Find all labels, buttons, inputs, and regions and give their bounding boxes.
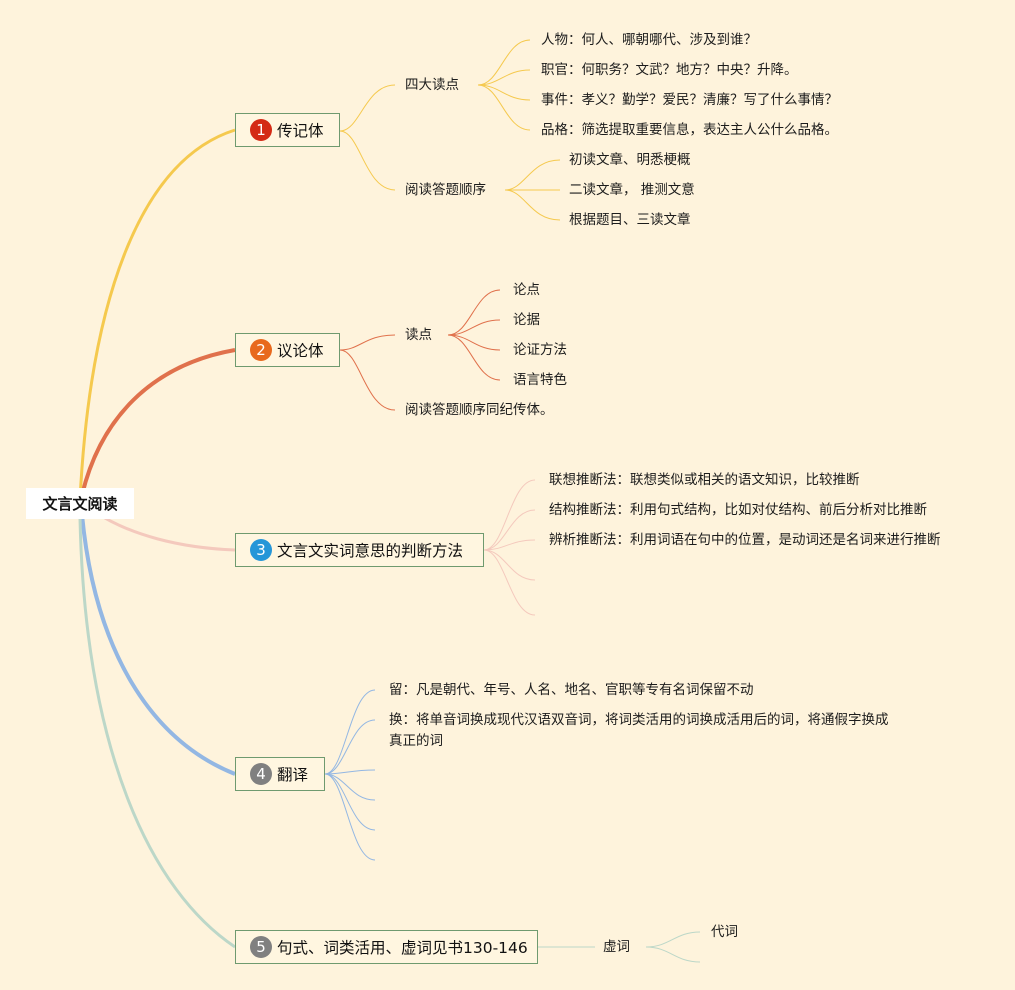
list-item[interactable]: 换：将单音词换成现代汉语双音词，将词类活用的词换成活用后的词，将通假字换成真正的… [389,712,889,749]
branch-1-node[interactable]: 1 传记体 [235,113,340,147]
number-4-icon: 4 [250,763,272,785]
branch-1-connectors [339,39,561,221]
branch-2-node[interactable]: 2 议论体 [235,333,340,367]
branch-5-connectors [538,931,701,963]
root-topic[interactable]: 文言文阅读 [26,488,134,519]
number-3-icon: 3 [250,539,272,561]
list-item[interactable]: 留：凡是朝代、年号、人名、地名、官职等专有名词保留不动 [389,682,754,698]
branch-1-label: 传记体 [277,122,324,140]
branch-4-connectors [324,689,376,861]
list-item[interactable]: 品格：筛选提取重要信息，表达主人公什么品格。 [541,122,838,138]
subtopic-function-words[interactable]: 虚词 [603,939,630,955]
main-curve-5 [78,517,236,949]
branch-3-connectors [483,479,536,616]
main-curve-3 [94,510,236,552]
list-item[interactable]: 论据 [513,312,540,328]
branch-3-label: 文言文实词意思的判断方法 [277,542,464,560]
number-5-icon: 5 [250,936,272,958]
number-2-icon: 2 [250,339,272,361]
branch-2-connectors [339,289,501,411]
subtopic-answer-order[interactable]: 阅读答题顺序 [405,182,486,198]
subtopic-reading-points[interactable]: 四大读点 [405,77,459,93]
list-item[interactable]: 结构推断法：利用句式结构，比如对仗结构、前后分析对比推断 [549,502,927,518]
branch-4-node[interactable]: 4 翻译 [235,757,325,791]
branch-5-label: 句式、词类活用、虚词见书130-146 [277,939,528,957]
list-item[interactable]: 论证方法 [513,342,567,358]
list-item[interactable]: 论点 [513,282,540,298]
subtopic-answer-order[interactable]: 阅读答题顺序同纪传体。 [405,402,554,418]
main-curve-1 [78,128,236,501]
list-item[interactable]: 人物：何人、哪朝哪代、涉及到谁？ [541,32,757,48]
list-item[interactable]: 事件：孝义？勤学？爱民？清廉？写了什么事情？ [541,92,838,108]
list-item[interactable]: 二读文章， 推测文意 [569,182,695,198]
branch-3-node[interactable]: 3 文言文实词意思的判断方法 [235,533,484,567]
subtopic-reading-points[interactable]: 读点 [405,327,432,343]
list-item[interactable]: 初读文章、明悉梗概 [569,152,691,168]
number-1-icon: 1 [250,119,272,141]
main-curve-4 [80,514,236,776]
list-item[interactable]: 语言特色 [513,372,567,388]
list-item[interactable]: 职官：何职务？文武？地方？中央？升降。 [541,62,798,78]
list-item[interactable]: 联想推断法：联想类似或相关的语文知识，比较推断 [549,472,860,488]
branch-4-label: 翻译 [277,766,309,784]
list-item[interactable]: 代词 [711,924,738,940]
branch-2-label: 议论体 [277,342,324,360]
list-item[interactable]: 根据题目、三读文章 [569,212,691,228]
branch-5-node[interactable]: 5 句式、词类活用、虚词见书130-146 [235,930,538,964]
main-curve-2 [80,348,236,496]
list-item[interactable]: 辨析推断法：利用词语在句中的位置，是动词还是名词来进行推断 [549,532,941,548]
